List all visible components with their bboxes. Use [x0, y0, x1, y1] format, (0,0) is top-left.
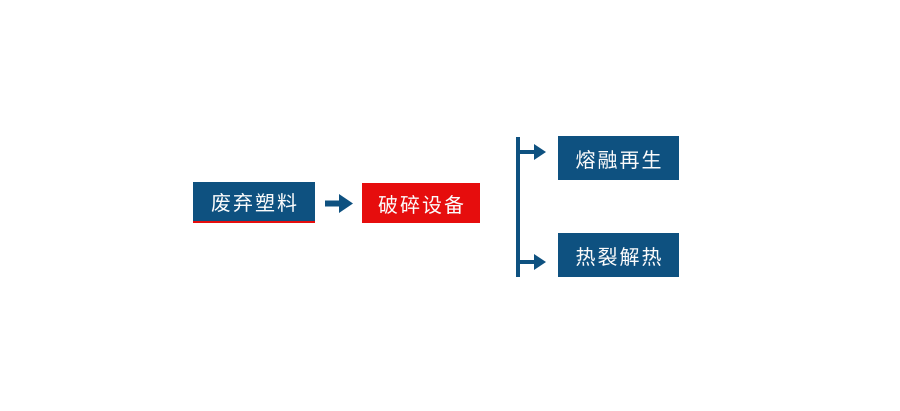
- node-melt-regeneration-label: 熔融再生: [575, 149, 664, 172]
- node-crushing-equipment: 破碎设备: [362, 183, 480, 223]
- node-pyrolysis: 热裂解热: [558, 233, 679, 277]
- arrow-bottom-branch: [518, 254, 546, 270]
- arrow-main: [325, 194, 353, 213]
- node-pyrolysis-label: 热裂解热: [575, 246, 664, 269]
- node-melt-regeneration: 熔融再生: [558, 136, 679, 180]
- node-crushing-equipment-label: 破碎设备: [378, 194, 466, 217]
- arrow-bottom-branch-head: [534, 254, 546, 270]
- node-waste-plastic: 废弃塑料: [193, 182, 315, 223]
- node-waste-plastic-label: 废弃塑料: [211, 193, 299, 215]
- arrow-main-head: [339, 194, 353, 213]
- arrow-top-branch: [518, 144, 546, 160]
- arrow-top-branch-head: [534, 144, 546, 160]
